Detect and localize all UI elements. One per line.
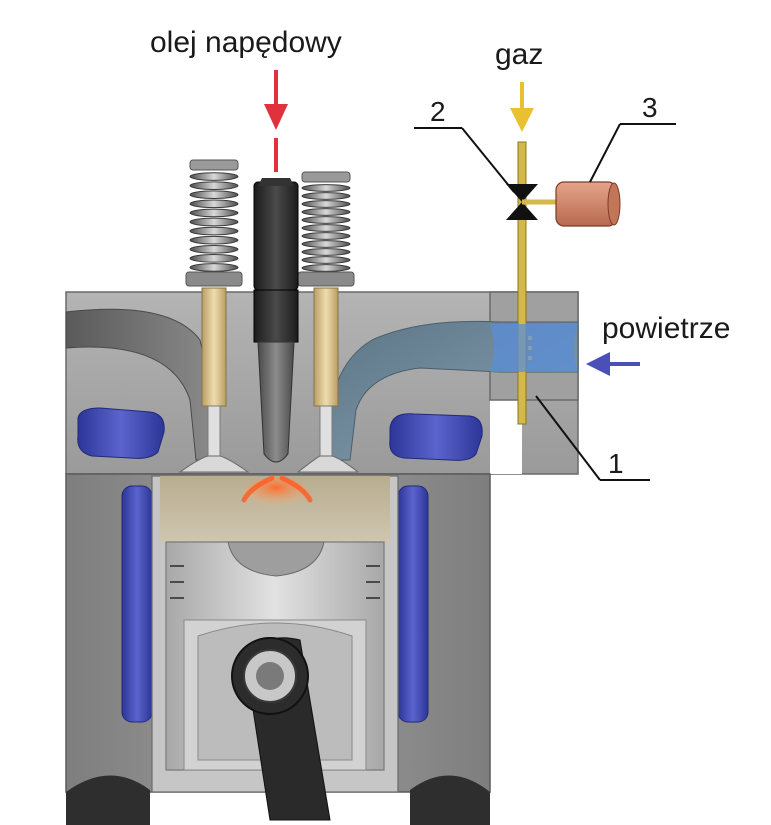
diesel-arrow [264,70,288,172]
head-cooling-jacket-left [77,407,165,459]
spring-coil [189,244,239,254]
spring-coil [301,216,351,224]
spring-coil [301,200,351,208]
head-cooling-jacket-right [389,413,483,461]
callout-1-label: 1 [608,448,624,479]
spring-coil [301,256,351,264]
flame-jet-left [241,475,275,503]
intake-valve [296,287,360,473]
spring-coil [301,240,351,248]
exhaust-valve [178,287,250,473]
spring-coil [301,192,351,200]
block-cooling-jacket-right [397,485,429,723]
gas-arrow [510,82,534,132]
valve-spring-left [185,159,243,287]
spring-coil [189,190,239,200]
air-venturi [490,324,578,372]
spring-coil [189,181,239,190]
diesel-injector [253,178,299,463]
gas-pipe [517,141,527,425]
bowtie-valve-icon [506,184,560,220]
spring-coil [189,226,239,236]
spring-coil [301,224,351,232]
spring-coil [301,232,351,240]
callout-2-label: 2 [430,96,446,127]
connecting-rod [231,637,331,821]
gas-label: gaz [495,38,544,71]
spring-coil [301,248,351,256]
callout-3-label: 3 [642,92,658,123]
spring-coil [301,208,351,216]
spring-coil [189,235,239,245]
spring-coil [301,264,351,272]
leader-line-2 [414,127,515,193]
spring-coil [189,254,239,263]
valve-spring-right [297,171,355,287]
spring-coil [189,263,239,272]
gas-controller-box [555,181,621,227]
air-arrow [586,352,640,376]
leader-line-1 [535,395,650,481]
spring-coil [189,217,239,227]
block-cooling-jacket-left [121,485,153,723]
flame-jet-right [279,475,313,503]
spring-coil [189,208,239,218]
spring-coil [189,199,239,209]
leader-line-3 [589,123,676,183]
diesel-fuel-label: olej napędowy [150,26,342,59]
flame-spray [242,478,310,510]
spring-coil [301,184,351,192]
spring-coil [189,172,239,181]
air-label: powietrze [602,312,731,345]
